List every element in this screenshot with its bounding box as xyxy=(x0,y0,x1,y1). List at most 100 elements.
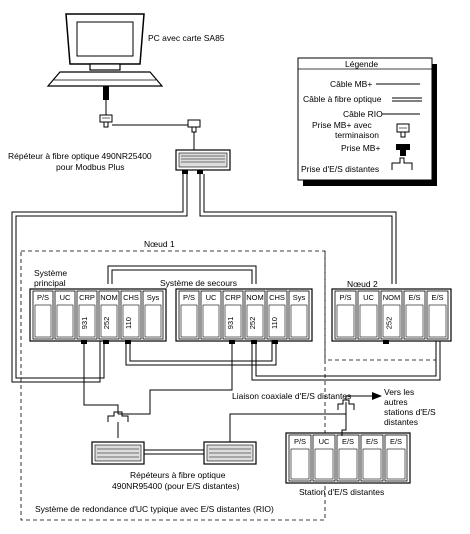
module-number: 931 xyxy=(80,317,89,330)
module-label: UC xyxy=(363,293,374,302)
rack-module: Sys xyxy=(142,290,164,340)
pc-computer-icon xyxy=(46,13,164,100)
module-label: E/S xyxy=(390,437,402,446)
rio-link-label: Liaison coaxiale d'E/S distantes xyxy=(232,391,351,401)
chs-link-cable xyxy=(125,340,277,366)
module-label: CHS xyxy=(269,293,285,302)
legend-item-terminated-tap-1: Prise MB+ avec xyxy=(312,120,373,130)
rack-primary: P/S UC CRP 931 NOM 252 CHS 110 Sys xyxy=(29,288,167,342)
rio-station-label: Station d'E/S distantes xyxy=(299,487,384,497)
legend-item-terminated-tap-2: terminaison xyxy=(335,130,379,140)
node2-label: Nœud 2 xyxy=(347,279,378,289)
module-label: P/S xyxy=(37,293,49,302)
legend-fiber-line xyxy=(392,97,422,102)
fiber-repeater-top xyxy=(175,149,231,174)
module-label: NOM xyxy=(246,293,264,302)
rack-module: UC xyxy=(54,290,76,340)
repeater-bottom-label-1: Répéteurs à fibre optique xyxy=(130,470,226,480)
module-label: UC xyxy=(60,293,71,302)
rio-station-rack: P/S UC E/S E/S E/S xyxy=(285,432,411,484)
legend-item-mb-tap: Prise MB+ xyxy=(341,143,380,153)
diagram-caption: Système de redondance d'UC typique avec … xyxy=(35,504,274,514)
rack-module: E/S xyxy=(336,434,360,482)
rio-tap-icon xyxy=(107,411,129,422)
rack-module: CRP 931 xyxy=(222,290,244,340)
module-number: 252 xyxy=(248,317,257,330)
rack-module: P/S xyxy=(288,434,312,482)
standby-label: Système de secours xyxy=(160,278,237,288)
rack-module: Sys xyxy=(288,290,310,340)
module-label: CRP xyxy=(79,293,95,302)
module-label: E/S xyxy=(366,437,378,446)
other-stations-1: Vers les xyxy=(384,387,414,397)
rack-module: CRP 931 xyxy=(76,290,98,340)
module-label: Sys xyxy=(293,293,306,302)
other-stations-4: distantes xyxy=(384,417,418,427)
module-label: E/S xyxy=(431,293,443,302)
primary-label-1: Système xyxy=(34,268,67,278)
rack-module: P/S xyxy=(178,290,200,340)
fiber-cable-standby xyxy=(251,340,441,381)
module-label: UC xyxy=(319,437,330,446)
rack-module: NOM 252 xyxy=(380,290,403,340)
module-label: CRP xyxy=(225,293,241,302)
rio-cable-primary xyxy=(83,340,119,414)
repeater-bottom-label-2: 490NR95400 (pour E/S distantes) xyxy=(112,481,240,491)
rack-module: CHS 110 xyxy=(266,290,288,340)
module-number: 252 xyxy=(102,317,111,330)
legend-item-rio-cable: Câble RIO xyxy=(343,109,383,119)
node1-label: Nœud 1 xyxy=(144,239,175,249)
rack-module: E/S xyxy=(384,434,408,482)
legend xyxy=(297,57,437,186)
rack-standby: P/S UC CRP 931 NOM 252 CHS 110 Sys xyxy=(175,288,313,342)
other-stations-3: stations d'E/S xyxy=(384,407,436,417)
arrow-right-icon xyxy=(372,392,382,400)
legend-title: Légende xyxy=(345,59,378,69)
module-label: NOM xyxy=(383,293,401,302)
rack-node2: P/S UC NOM 252 E/S E/S xyxy=(331,288,452,342)
module-number: 252 xyxy=(385,317,394,330)
rack-module: NOM 252 xyxy=(244,290,266,340)
terminated-tap-icon xyxy=(187,119,201,133)
legend-item-fiber-cable: Câble à fibre optique xyxy=(303,94,382,104)
fiber-repeater-bottom-left xyxy=(91,441,145,465)
rio-cable-standby xyxy=(118,340,233,415)
fiber-cable-right xyxy=(199,174,397,284)
rack-module: UC xyxy=(200,290,222,340)
terminated-tap-icon xyxy=(396,123,410,138)
rack-module: E/S xyxy=(360,434,384,482)
legend-item-mb-cable: Câble MB+ xyxy=(330,79,372,89)
module-label: P/S xyxy=(339,293,351,302)
rack-module: CHS 110 xyxy=(120,290,142,340)
other-stations-2: autres xyxy=(384,397,408,407)
node1-frame xyxy=(20,250,326,521)
rack-module: P/S xyxy=(334,290,357,340)
module-number: 931 xyxy=(226,317,235,330)
module-label: P/S xyxy=(183,293,195,302)
legend-item-rio-tap: Prise d'E/S distantes xyxy=(301,164,379,174)
rack-module: NOM 252 xyxy=(98,290,120,340)
module-number: 110 xyxy=(124,317,133,329)
terminated-tap-icon xyxy=(99,114,113,128)
rack-module: P/S xyxy=(32,290,54,340)
pc-label: PC avec carte SA85 xyxy=(148,33,225,43)
module-label: P/S xyxy=(294,437,306,446)
module-label: Sys xyxy=(147,293,160,302)
rio-tap-icon xyxy=(391,157,413,170)
repeater-top-label-2: pour Modbus Plus xyxy=(56,162,125,172)
module-label: E/S xyxy=(342,437,354,446)
rack-module: E/S xyxy=(403,290,426,340)
fiber-cable-left xyxy=(11,174,188,383)
module-label: UC xyxy=(206,293,217,302)
module-label: NOM xyxy=(100,293,118,302)
module-label: CHS xyxy=(123,293,139,302)
module-label: E/S xyxy=(408,293,420,302)
fiber-repeater-bottom-right xyxy=(203,441,257,465)
rack-module: UC xyxy=(357,290,380,340)
repeater-top-label-1: Répéteur à fibre optique 490NR25400 xyxy=(8,151,152,161)
rack-module: E/S xyxy=(426,290,449,340)
module-number: 110 xyxy=(270,317,279,329)
rack-module: UC xyxy=(312,434,336,482)
primary-label-2: principal xyxy=(34,278,66,288)
